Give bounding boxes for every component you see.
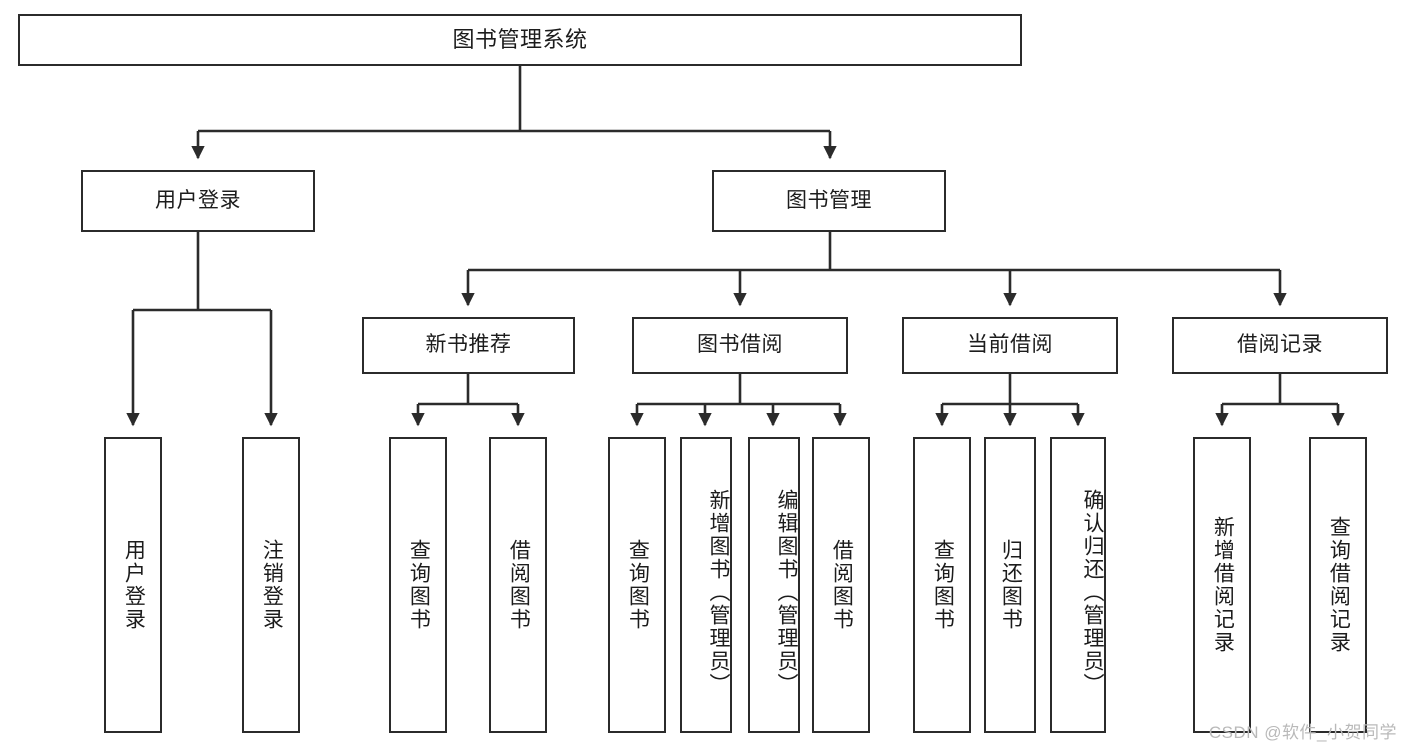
leaf-new-book-borrow[interactable]: 借阅图书: [489, 437, 547, 733]
leaf-borrow-record-query[interactable]: 查询借阅记录: [1309, 437, 1367, 733]
leaf-current-borrow-return[interactable]: 归还图书: [984, 437, 1036, 733]
leaf-book-borrow-query[interactable]: 查询图书: [608, 437, 666, 733]
node-new-book-recommend[interactable]: 新书推荐: [362, 317, 575, 374]
leaf-current-borrow-confirm[interactable]: 确认归还（管理员）: [1050, 437, 1106, 733]
node-user-login[interactable]: 用户登录: [81, 170, 315, 232]
leaf-user-login-login[interactable]: 用户登录: [104, 437, 162, 733]
watermark-credit: CSDN @软件_小贺同学: [1208, 723, 1397, 742]
node-current-borrow[interactable]: 当前借阅: [902, 317, 1118, 374]
leaf-user-login-logout[interactable]: 注销登录: [242, 437, 300, 733]
node-root-system[interactable]: 图书管理系统: [18, 14, 1022, 66]
leaf-book-borrow-borrow[interactable]: 借阅图书: [812, 437, 870, 733]
leaf-book-borrow-add[interactable]: 新增图书（管理员）: [680, 437, 732, 733]
leaf-book-borrow-edit[interactable]: 编辑图书（管理员）: [748, 437, 800, 733]
node-book-borrow[interactable]: 图书借阅: [632, 317, 848, 374]
node-book-management[interactable]: 图书管理: [712, 170, 946, 232]
node-borrow-record[interactable]: 借阅记录: [1172, 317, 1388, 374]
leaf-new-book-query[interactable]: 查询图书: [389, 437, 447, 733]
leaf-current-borrow-query[interactable]: 查询图书: [913, 437, 971, 733]
leaf-borrow-record-add[interactable]: 新增借阅记录: [1193, 437, 1251, 733]
